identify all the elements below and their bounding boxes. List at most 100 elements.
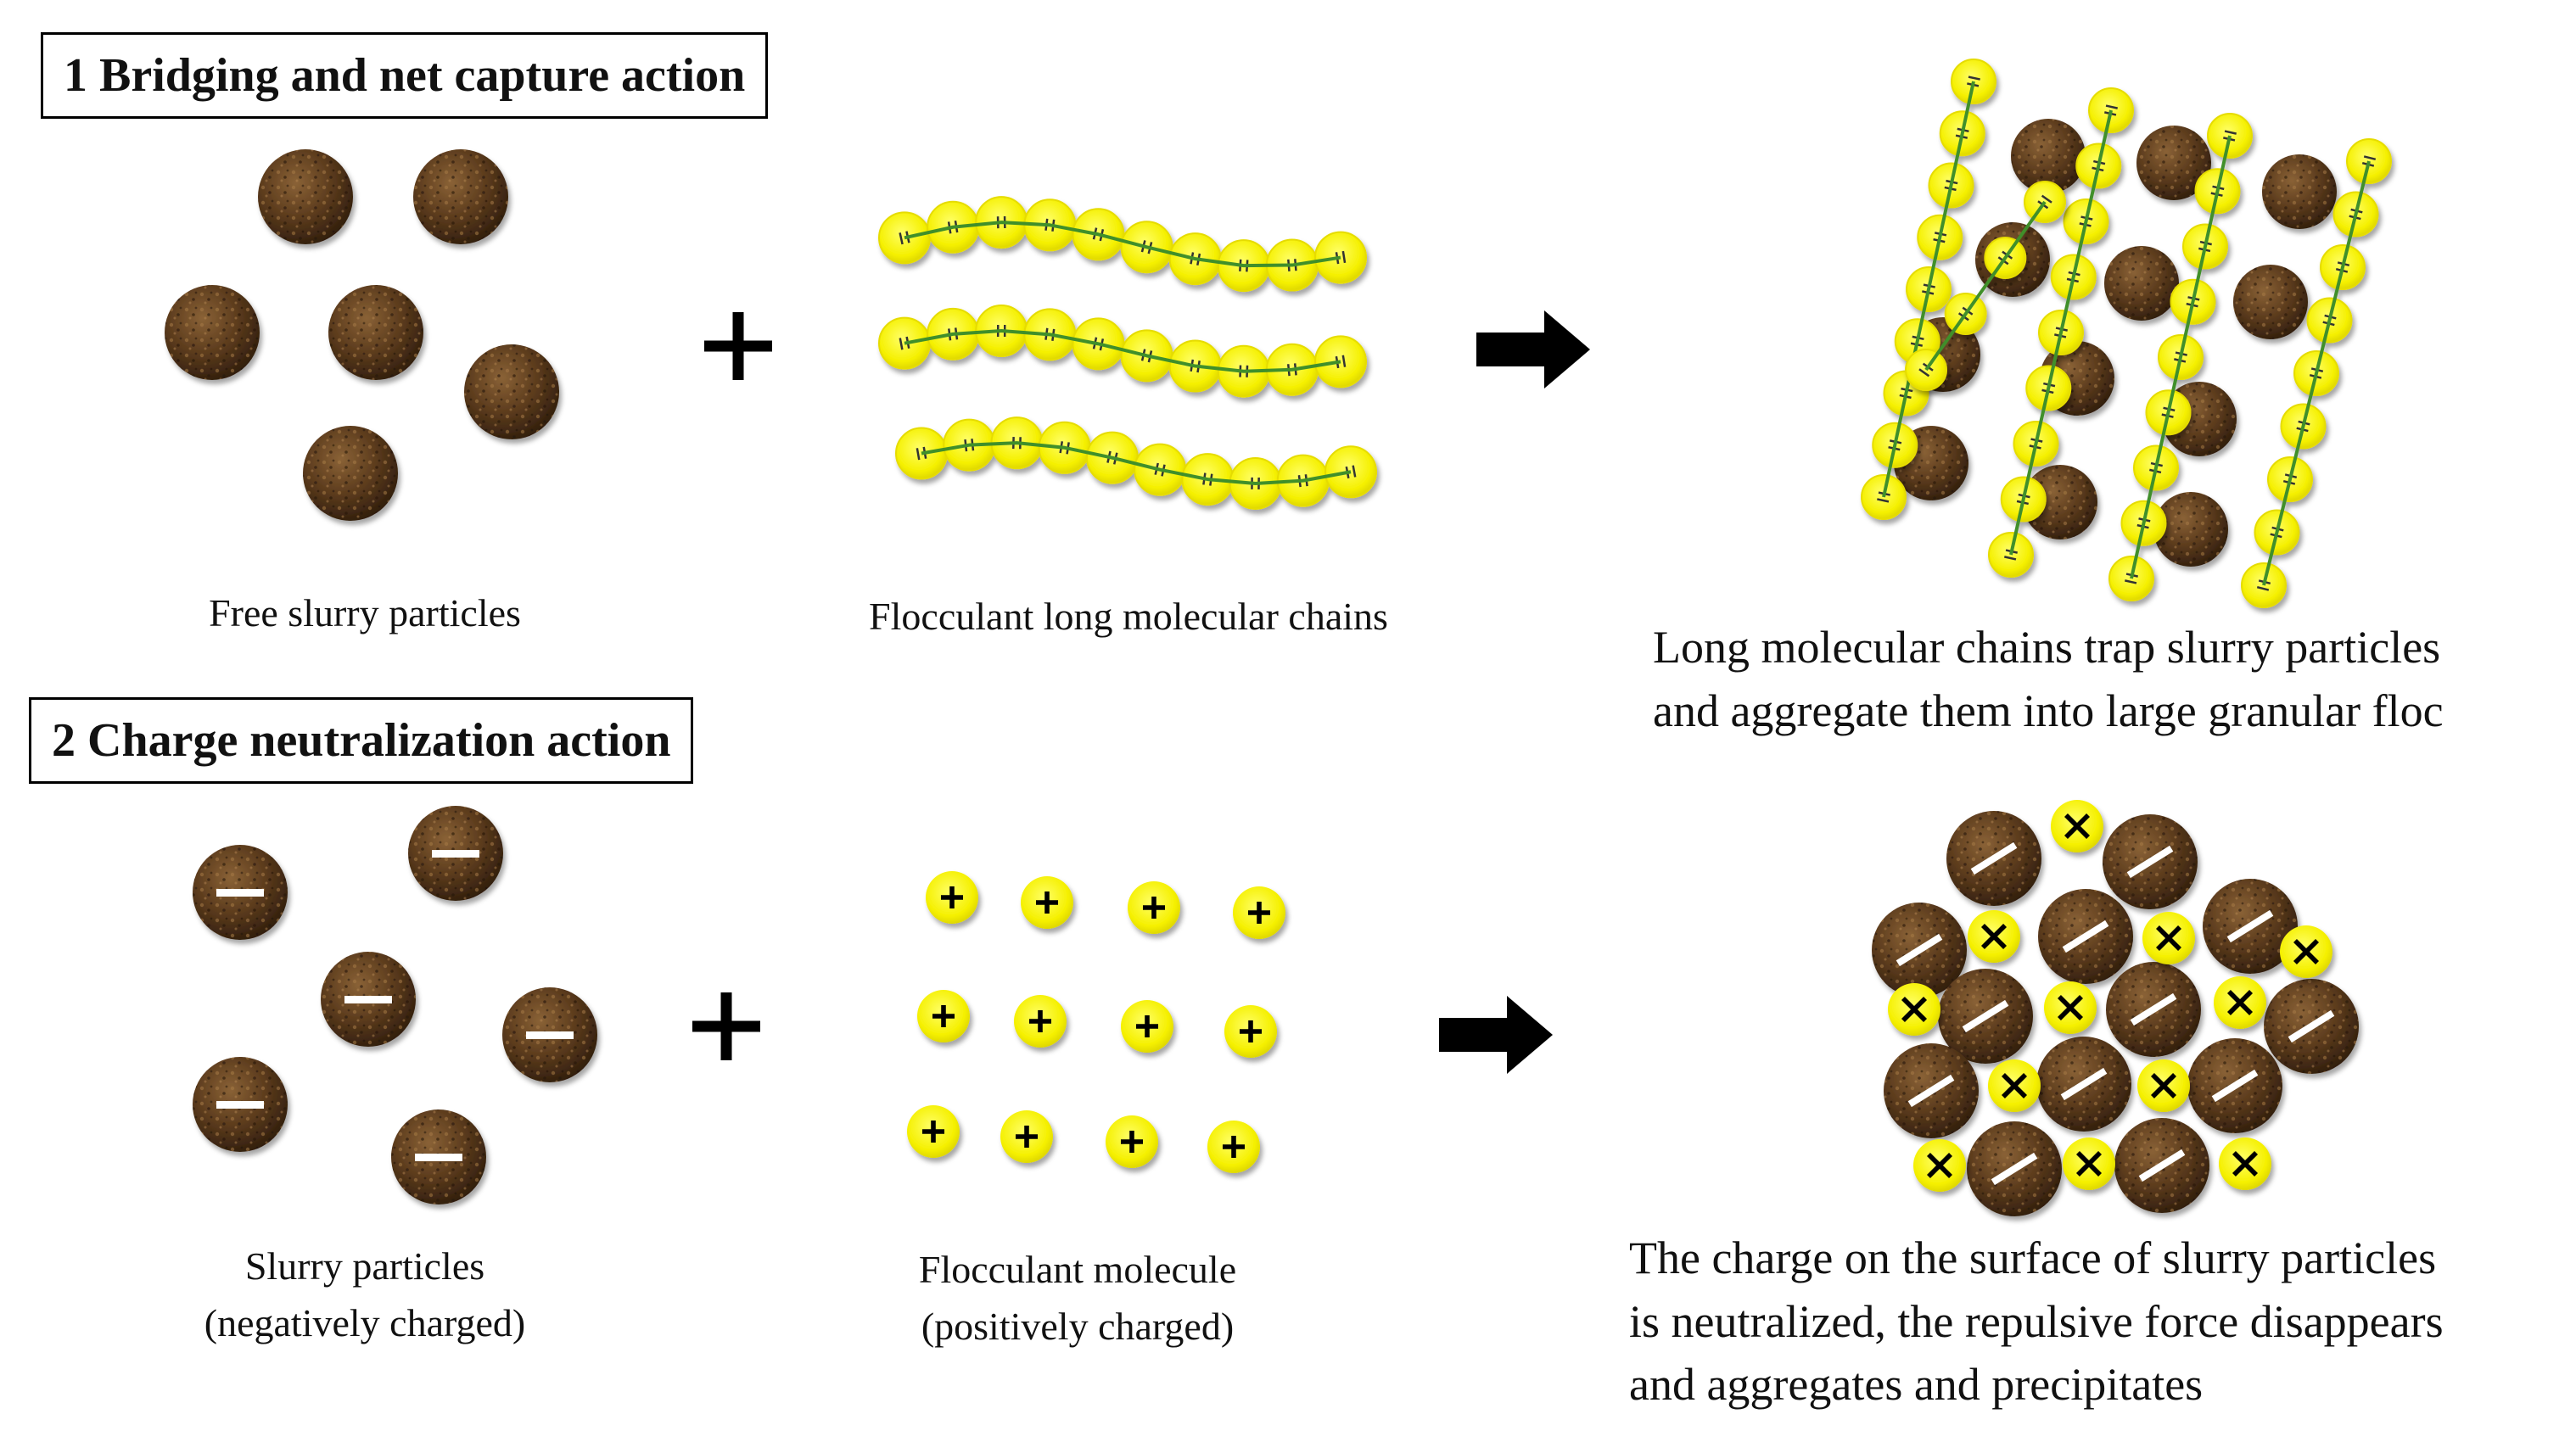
cross-sign-icon (2293, 939, 2319, 964)
flocculant-ion (2044, 981, 2097, 1034)
trapped-slurry-particle (2104, 246, 2179, 321)
neutralized-slurry-particle (2106, 962, 2201, 1057)
trapped-slurry-particle (2023, 465, 2097, 539)
section-2-title-text: 2 Charge neutralization action (52, 714, 671, 767)
minus-sign-icon (2226, 909, 2274, 943)
bridging-result-caption: Long molecular chains trap slurry partic… (1653, 616, 2444, 742)
flocculant-ion (2063, 1137, 2115, 1190)
flocculant-ion (1207, 1121, 1260, 1173)
molecular-chain-line (2009, 109, 2113, 556)
cross-sign-icon (1927, 1153, 1952, 1178)
plus-sign-icon (1222, 1135, 1246, 1159)
free-particles-caption: Free slurry particles (136, 585, 594, 642)
flocculant-chain-2 (878, 305, 1367, 398)
minus-sign-icon (2062, 919, 2109, 953)
neutralized-slurry-particle (1967, 1121, 2062, 1216)
ion-layer (907, 800, 2332, 1192)
plus-sign-icon (932, 1004, 955, 1028)
plus-sign-icon (940, 886, 964, 909)
flocculant-ion (2219, 1137, 2271, 1190)
flocculant-ion (2142, 912, 2195, 964)
neutralized-slurry-particle (2114, 1118, 2209, 1213)
plus-sign-2 (692, 992, 760, 1060)
free-slurry-particle (413, 149, 508, 244)
flocculant-ion (2214, 976, 2266, 1029)
neutralized-slurry-particle (2187, 1038, 2282, 1133)
neutralized-slurry-particle (1884, 1043, 1979, 1138)
cross-sign-icon (2151, 1073, 2176, 1098)
molecular-chain-line (1924, 200, 2047, 372)
cross-sign-icon (1981, 924, 2007, 949)
minus-sign-icon (526, 1031, 574, 1039)
neutralized-slurry-particle (2038, 889, 2133, 984)
negative-slurry-particle (193, 845, 288, 940)
flocculant-ion (1968, 910, 2020, 963)
free-slurry-particle (328, 285, 423, 380)
arrow-right-icon (1439, 996, 1553, 1074)
cross-sign-icon (2227, 990, 2253, 1015)
neutralized-slurry-particle (2036, 1037, 2131, 1132)
cross-sign-icon (2058, 995, 2083, 1020)
neutralized-slurry-particle (1946, 811, 2041, 906)
trapped-slurry-particle (2136, 126, 2211, 200)
plus-sign-icon (1028, 1009, 1052, 1033)
slurry-charge-caption: Slurry particles (negatively charged) (136, 1238, 594, 1351)
negative-slurry-particle (391, 1109, 486, 1204)
chain-layer (878, 59, 2392, 608)
trapping-chain-3 (2108, 113, 2253, 601)
chains-caption: Flocculant long molecular chains (798, 589, 1459, 646)
free-particles-label: Free slurry particles (209, 591, 521, 634)
minus-sign-icon (2060, 1067, 2108, 1101)
flocculant-label-line-1: Flocculant molecule (918, 1248, 1237, 1291)
negative-slurry-particle (408, 806, 503, 901)
trapped-slurry-particle (2153, 492, 2228, 567)
minus-sign-icon (1991, 1152, 2038, 1186)
section-2-title: 2 Charge neutralization action (29, 697, 694, 784)
cross-sign-icon (2076, 1151, 2102, 1177)
flocculant-ion (2137, 1059, 2190, 1112)
minus-sign-icon (1970, 841, 2018, 875)
free-slurry-particle (464, 344, 559, 439)
minus-sign-icon (2130, 992, 2177, 1026)
cross-sign-icon (2156, 925, 2181, 951)
negative-slurry-particle (193, 1057, 288, 1152)
arrow-right-icon (1476, 310, 1590, 388)
slurry-label-line-1: Slurry particles (244, 1244, 485, 1288)
flocculant-label-line-2: (positively charged) (921, 1304, 1235, 1348)
flocculant-ion (917, 990, 970, 1042)
flocculant-ion (1128, 881, 1180, 934)
flocculant-ion (1121, 1000, 1173, 1053)
free-slurry-particle (165, 285, 260, 380)
plus-sign-1 (704, 312, 772, 380)
particle-layer (165, 119, 2359, 1216)
minus-sign-icon (1896, 933, 1943, 967)
molecular-chain-line (2130, 135, 2232, 579)
plus-sign-icon (1135, 1014, 1159, 1038)
flocculant-ion (2051, 800, 2103, 852)
free-slurry-particle (258, 149, 353, 244)
plus-sign-icon (921, 1120, 945, 1143)
neutralization-result-line-3: and aggregates and precipitates (1629, 1359, 2204, 1411)
flocculant-chain-3 (895, 416, 1377, 510)
molecular-chain-line (2262, 160, 2371, 586)
cross-sign-icon (2002, 1073, 2027, 1098)
minus-sign-icon (2126, 845, 2174, 879)
flocculant-ion (1021, 876, 1073, 929)
minus-sign-icon (2138, 1149, 2186, 1182)
flocculant-ion (907, 1105, 960, 1158)
flocculant-ion (1224, 1005, 1277, 1058)
cross-sign-icon (2064, 813, 2090, 839)
trapped-slurry-particle (2011, 119, 2086, 193)
plus-sign-icon (1247, 901, 1271, 925)
neutralized-slurry-particle (2264, 979, 2359, 1074)
section-1-title-text: 1 Bridging and net capture action (64, 49, 746, 102)
flocculant-chain-1 (878, 196, 1367, 293)
bridging-result-line-1: Long molecular chains trap slurry partic… (1653, 622, 2441, 673)
cross-sign-icon (1901, 997, 1927, 1022)
negative-slurry-particle (502, 987, 597, 1082)
flocculant-charge-caption: Flocculant molecule (positively charged) (848, 1242, 1307, 1355)
flocculant-ion (1888, 983, 1940, 1036)
neutralized-slurry-particle (2203, 879, 2298, 974)
minus-sign-icon (2211, 1069, 2259, 1103)
